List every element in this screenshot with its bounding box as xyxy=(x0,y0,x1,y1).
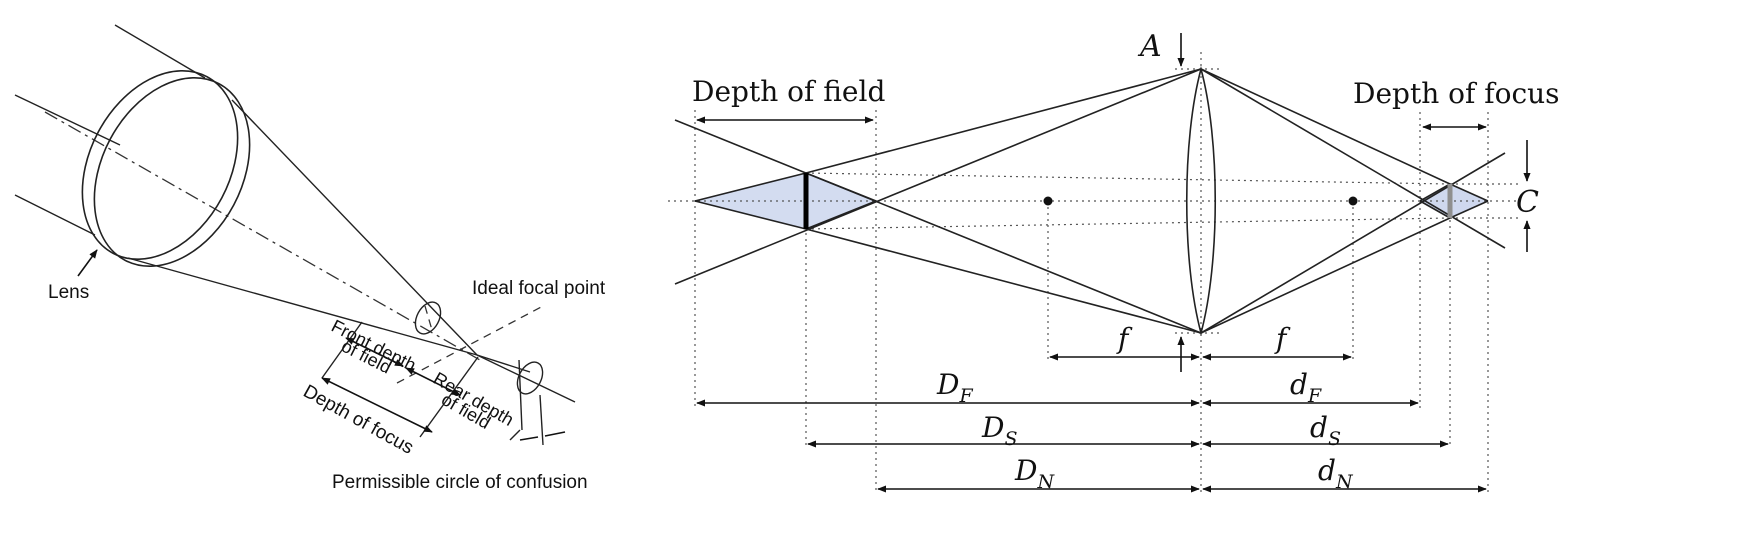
dN-label: dN xyxy=(1318,454,1354,493)
depth-of-focus-label-right: Depth of focus xyxy=(1353,77,1560,110)
ray-image-lower-mid xyxy=(1200,217,1451,334)
lens-leader-arrow xyxy=(77,249,98,277)
ray-image-lower-long xyxy=(1200,152,1506,334)
ray-dofocus-apex-lower xyxy=(1419,200,1451,219)
DF-label: DF xyxy=(936,368,973,407)
lens-back-rim xyxy=(81,69,239,261)
depth-of-field-label: Depth of field xyxy=(692,75,885,108)
left-perspective-diagram: Lens Ideal focal point Front depth of fi… xyxy=(14,24,606,493)
ray-dofocus-upper xyxy=(1449,183,1489,202)
ray-far-upper xyxy=(674,119,1202,334)
focal-length-label-left: f xyxy=(1116,322,1133,355)
ext-line-front xyxy=(321,321,363,379)
front-blur-circle xyxy=(414,301,442,335)
permissible-coc-label: Permissible circle of confusion xyxy=(332,472,588,493)
dS-label: dS xyxy=(1310,411,1341,450)
ray-dof-apex-upper xyxy=(694,172,807,202)
focal-point-left xyxy=(1043,196,1053,206)
depth-of-focus-arrow xyxy=(321,377,433,433)
front-depth-arrow xyxy=(345,337,404,367)
rear-depth-arrow xyxy=(405,367,461,396)
diverge-ray-2 xyxy=(476,354,576,403)
left-optical-axis xyxy=(44,111,481,361)
ideal-focal-point-label: Ideal focal point xyxy=(472,278,606,299)
aperture-label: A xyxy=(1137,29,1162,64)
barrel-upper-edge xyxy=(14,94,121,146)
ray-subject-upper xyxy=(805,68,1202,174)
right-ray-diagram: Depth of field Depth of focus A C f f DF… xyxy=(668,29,1560,493)
ray-subject-lower xyxy=(805,228,1202,334)
coc-width-mark xyxy=(519,436,539,441)
cone-lower-ray xyxy=(127,257,478,356)
cone-upper-ray xyxy=(231,99,478,356)
dF-label: dF xyxy=(1290,368,1322,407)
DN-label: DN xyxy=(1014,454,1055,493)
ray-dofocus-lower xyxy=(1449,200,1489,219)
ray-image-upper-long xyxy=(1200,68,1506,249)
rear-circle-left-drop xyxy=(518,359,523,431)
ray-image-upper-mid xyxy=(1200,68,1451,185)
ideal-focal-plane xyxy=(396,304,546,384)
ray-dof-apex-lower xyxy=(694,200,807,230)
rear-blur-circle xyxy=(516,361,544,395)
focal-point-right xyxy=(1348,196,1358,206)
thin-lens xyxy=(1185,65,1217,337)
diverge-ray-1 xyxy=(476,354,531,373)
ray-dofocus-apex-upper xyxy=(1419,183,1451,202)
focal-length-label-right: f xyxy=(1274,322,1291,355)
depth-of-focus-label-left: Depth of focus xyxy=(300,381,417,459)
ray-dof-near-lower xyxy=(805,200,877,230)
ext-line-rear xyxy=(509,429,521,441)
coc-label: C xyxy=(1516,185,1539,220)
ray-dof-near-upper xyxy=(805,172,877,202)
depth-of-field-region xyxy=(695,173,876,229)
DS-label: DS xyxy=(981,411,1017,450)
rear-circle-right-drop xyxy=(539,394,544,446)
lens-front-rim xyxy=(93,76,251,268)
coc-width-mark-2 xyxy=(544,431,566,437)
dotted-guide-top xyxy=(805,172,1451,185)
front-circle-axis xyxy=(424,305,433,331)
lens-label: Lens xyxy=(48,282,89,303)
ray-far-lower xyxy=(674,68,1202,285)
barrel-top-edge xyxy=(114,24,206,79)
barrel-lower-edge xyxy=(14,194,96,236)
